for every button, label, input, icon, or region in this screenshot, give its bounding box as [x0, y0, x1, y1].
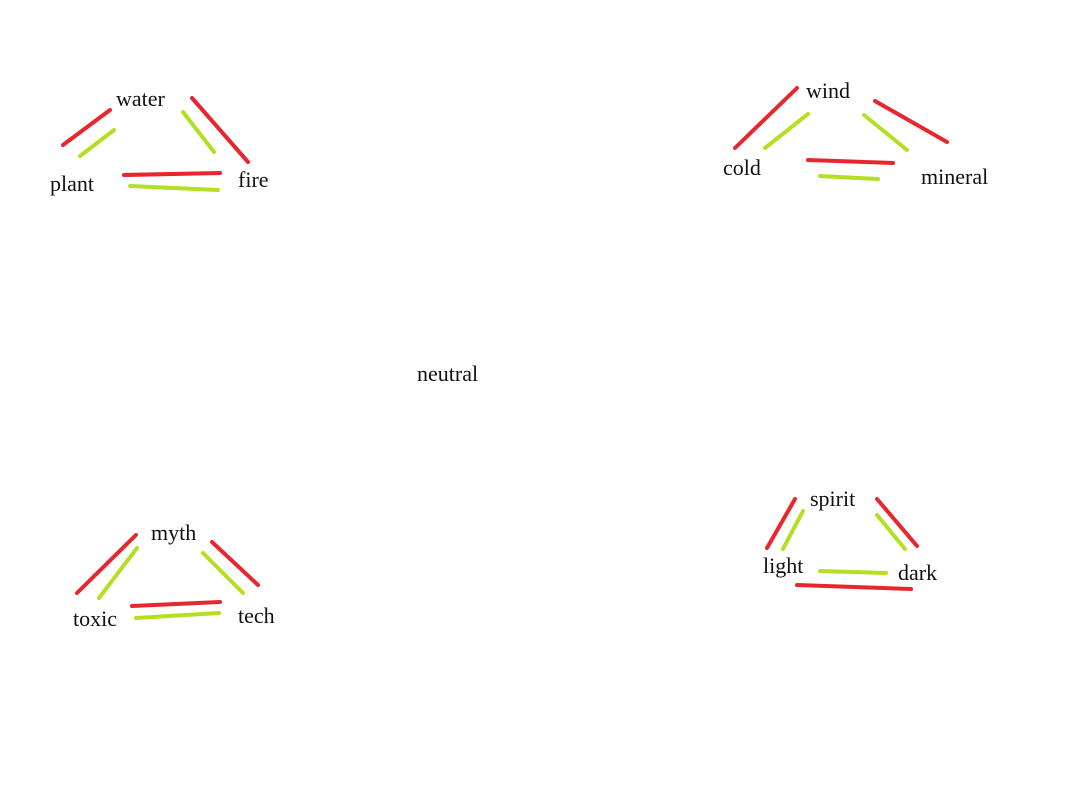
- connector-water-fire-red: [190, 96, 250, 164]
- node-label-cold: cold: [723, 155, 761, 180]
- wind-triangle: wind cold mineral: [723, 78, 988, 189]
- connector-myth-tech-green: [201, 551, 245, 595]
- center-label-neutral: neutral: [417, 361, 478, 386]
- connector-cold-wind-green: [763, 112, 810, 150]
- connector-light-dark-red: [795, 583, 913, 591]
- node-label-dark: dark: [898, 560, 937, 585]
- connector-toxic-tech-red: [130, 600, 222, 608]
- connector-water-fire-green: [181, 110, 216, 154]
- connector-cold-mineral-green: [818, 174, 880, 181]
- connector-toxic-myth-green: [97, 546, 139, 600]
- connector-plant-water-green: [78, 128, 116, 158]
- connector-light-spirit-red: [765, 497, 797, 550]
- myth-triangle: myth toxic tech: [73, 520, 275, 631]
- connector-cold-wind-red: [733, 86, 799, 150]
- connector-plant-fire-red: [122, 171, 222, 177]
- connector-spirit-dark-red: [875, 497, 919, 548]
- spirit-triangle: spirit light dark: [763, 486, 937, 591]
- node-label-tech: tech: [238, 603, 275, 628]
- node-label-toxic: toxic: [73, 606, 117, 631]
- water-triangle: water plant fire: [50, 86, 269, 196]
- node-label-fire: fire: [238, 167, 269, 192]
- node-label-light: light: [763, 553, 803, 578]
- node-label-spirit: spirit: [810, 486, 855, 511]
- connector-wind-mineral-green: [862, 113, 909, 152]
- node-label-wind: wind: [806, 78, 850, 103]
- node-label-water: water: [116, 86, 166, 111]
- connector-light-spirit-green: [781, 509, 805, 551]
- connector-cold-mineral-red: [806, 158, 895, 165]
- connector-toxic-tech-green: [134, 611, 221, 620]
- connector-myth-tech-red: [210, 540, 260, 587]
- connector-light-dark-green: [818, 569, 888, 575]
- connector-toxic-myth-red: [75, 533, 138, 595]
- node-label-myth: myth: [151, 520, 196, 545]
- connector-spirit-dark-green: [875, 513, 907, 551]
- connector-wind-mineral-red: [873, 99, 949, 144]
- node-label-mineral: mineral: [921, 164, 988, 189]
- connector-plant-water-red: [61, 108, 112, 147]
- connector-plant-fire-green: [128, 184, 220, 192]
- node-label-plant: plant: [50, 171, 94, 196]
